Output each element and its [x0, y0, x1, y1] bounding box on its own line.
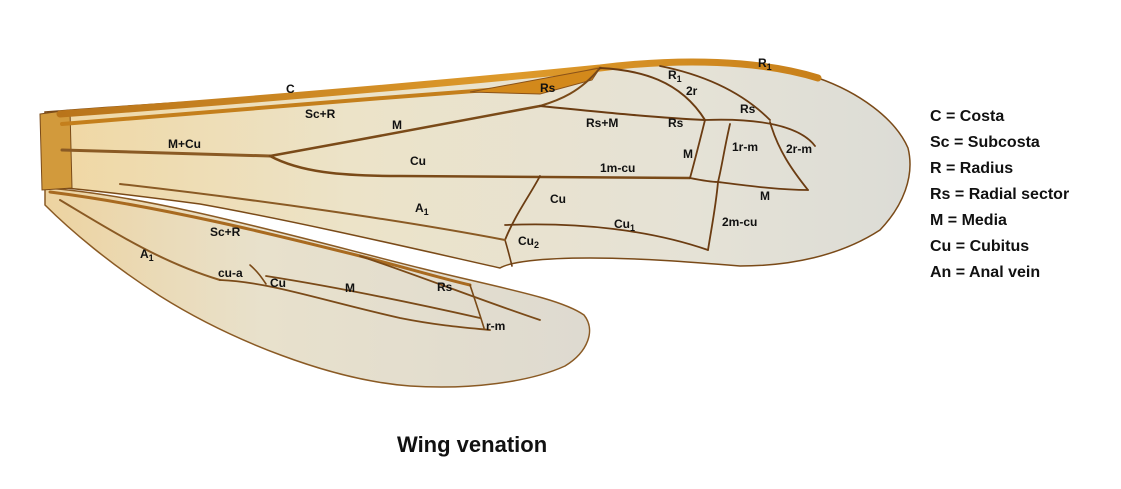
abbreviation-legend: C = Costa Sc = Subcosta R = Radius Rs = …	[930, 104, 1069, 286]
vein-costa	[56, 58, 822, 118]
label-2r: 2r	[686, 84, 698, 98]
label-r1-outer: R1	[758, 56, 772, 72]
label-rs-m: Rs+M	[586, 116, 618, 130]
label-cubitus: Cu	[410, 154, 426, 168]
hind-vein-m	[265, 275, 481, 319]
vein-cu	[268, 154, 692, 180]
label-costa: C	[286, 82, 295, 96]
vein-m-lower	[717, 181, 809, 191]
label-a1: A1	[415, 201, 429, 217]
legend-item-cubitus: Cu = Cubitus	[930, 238, 1030, 255]
label-rs-mid: Rs	[668, 116, 684, 130]
stigma	[469, 67, 602, 95]
label-hind-rs: Rs	[437, 280, 453, 294]
forewing-labels: C Sc+R M+Cu M Cu Rs Rs+M R1 R1 2r Rs Rs …	[168, 56, 812, 250]
label-media: M	[392, 118, 402, 132]
hind-vein-r-m	[469, 284, 485, 329]
legend-item-subcosta: Sc = Subcosta	[930, 134, 1040, 151]
label-hind-cu: Cu	[270, 276, 286, 290]
forewing-veins	[56, 58, 822, 267]
vein-cu-lower	[504, 175, 541, 241]
vein-m-cu	[60, 148, 272, 158]
vein-r1-outer	[659, 65, 771, 121]
label-cu-lower: Cu	[550, 192, 566, 206]
label-radial-sector: Rs	[540, 81, 556, 95]
label-hind-a1: A1	[140, 247, 154, 263]
vein-cu2	[504, 239, 513, 267]
label-2m-cu: 2m-cu	[722, 215, 757, 229]
vein-r1	[599, 67, 706, 121]
hindwing-labels: Sc+R A1 cu-a Cu M Rs r-m	[140, 225, 505, 333]
vein-m	[268, 104, 542, 158]
legend-item-anal-vein: An = Anal vein	[930, 264, 1041, 281]
label-hind-r-m: r-m	[486, 319, 505, 333]
hind-vein-a1	[59, 199, 221, 281]
legend-item-radius: R = Radius	[930, 160, 1014, 177]
hind-vein-cu	[219, 279, 491, 331]
vein-rs-m	[539, 105, 706, 121]
hindwing-veins	[48, 190, 541, 331]
hind-vein-sc-r	[48, 190, 472, 287]
vein-rs	[539, 67, 601, 107]
legend-item-radial-sector: Rs = Radial sector	[930, 186, 1070, 203]
vein-a1	[119, 183, 506, 241]
legend-item-media: M = Media	[930, 212, 1007, 229]
vein-m-mid	[689, 119, 706, 179]
label-hind-cu-a: cu-a	[218, 266, 243, 280]
vein-cu1	[504, 223, 709, 251]
figure-caption: Wing venation	[397, 432, 548, 457]
label-cu2: Cu2	[518, 234, 539, 250]
vein-1r-m	[717, 123, 731, 183]
hind-vein-cu-a	[249, 264, 267, 285]
legend-item-costa: C = Costa	[930, 108, 1005, 125]
label-1r-m: 1r-m	[732, 140, 758, 154]
vein-1m-cu	[689, 177, 719, 183]
vein-2m-cu	[707, 181, 719, 251]
label-r1-inner: R1	[668, 68, 682, 84]
label-m-mid: M	[683, 147, 693, 161]
label-m-cu: M+Cu	[168, 137, 201, 151]
label-rs-cell: Rs	[740, 102, 756, 116]
hindwing-membrane	[44, 187, 591, 388]
vein-2r-m	[769, 121, 809, 191]
vein-rs-outer	[704, 118, 816, 147]
label-1m-cu: 1m-cu	[600, 161, 635, 175]
label-m-lower: M	[760, 189, 770, 203]
label-2r-m: 2r-m	[786, 142, 812, 156]
hind-vein-rs	[359, 255, 541, 321]
label-hind-sc-r: Sc+R	[210, 225, 241, 239]
label-cu1: Cu1	[614, 217, 635, 233]
label-sc-r: Sc+R	[305, 107, 336, 121]
label-hind-m: M	[345, 281, 355, 295]
